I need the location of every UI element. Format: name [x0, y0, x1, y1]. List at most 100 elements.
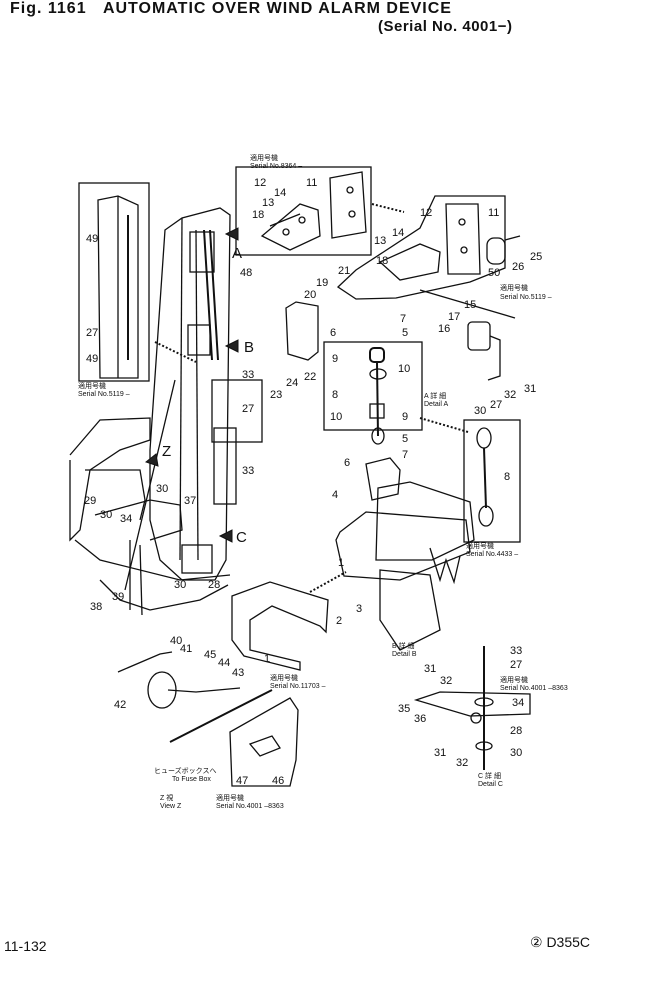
note-detail-c-jp: C 詳 細 — [478, 771, 501, 780]
part-callout: 3 — [356, 603, 362, 615]
part-callout: 6 — [344, 457, 350, 469]
boom-structure — [149, 207, 263, 581]
part-callout: 30 — [100, 509, 112, 521]
note-serial-4433-jp: 適用号機 — [466, 541, 494, 550]
part-callout: 50 — [488, 267, 500, 279]
part-callout: 9 — [402, 411, 408, 423]
part-callout: 5 — [402, 327, 408, 339]
note-serial-4001-8363-c-jp: 適用号機 — [500, 675, 528, 684]
figure-number: Fig. 1161 — [10, 0, 87, 17]
figure-title: Fig. 1161 AUTOMATIC OVER WIND ALARM DEVI… — [10, 0, 452, 18]
part-callout: 26 — [512, 261, 524, 273]
part-callout: 23 — [270, 389, 282, 401]
arrow-b-icon — [224, 339, 239, 353]
part-callout: 14 — [274, 187, 286, 199]
part-callout: 34 — [120, 513, 132, 525]
alarm-buzzer — [117, 651, 273, 743]
part-callout: 5 — [402, 433, 408, 445]
part-callout: 13 — [262, 197, 274, 209]
part-callout: 1 — [264, 653, 270, 665]
part-callout: 28 — [510, 725, 522, 737]
inset-serial-4433 — [463, 419, 521, 543]
part-callout: 43 — [232, 667, 244, 679]
part-callout: 27 — [242, 403, 254, 415]
part-callout: 37 — [184, 495, 196, 507]
note-serial-5119-left-jp: 適用号機 — [78, 381, 106, 390]
part-callout: 4 — [332, 489, 338, 501]
part-callout: 10 — [398, 363, 410, 375]
view-marker-b: B — [244, 339, 254, 356]
note-detail-a: Detail A — [424, 401, 448, 408]
part-callout: 32 — [504, 389, 516, 401]
part-callout: 25 — [530, 251, 542, 263]
note-serial-11703: Serial No.11703 – — [270, 683, 326, 690]
inset-serial-8364 — [235, 166, 405, 256]
part-callout: 11 — [306, 177, 317, 189]
part-callout: 7 — [400, 313, 406, 325]
detail-a — [323, 341, 469, 445]
page-number: 11-132 — [4, 938, 47, 954]
part-callout: 31 — [424, 663, 436, 675]
part-callout: 39 — [112, 591, 124, 603]
part-callout: 34 — [512, 697, 524, 709]
part-callout: 47 — [236, 775, 248, 787]
part-callout: 27 — [490, 399, 502, 411]
part-callout: 8 — [332, 389, 338, 401]
part-callout: 46 — [272, 775, 284, 787]
part-callout: 13 — [374, 235, 386, 247]
part-callout: 27 — [510, 659, 522, 671]
part-callout: 30 — [474, 405, 486, 417]
part-callout: 12 — [420, 207, 432, 219]
part-callout: 44 — [218, 657, 230, 669]
part-callout: 11 — [488, 207, 499, 219]
part-callout: 33 — [510, 645, 522, 657]
part-callout: 18 — [376, 255, 388, 267]
part-callout: 41 — [180, 643, 192, 655]
part-callout: 19 — [316, 277, 328, 289]
tractor-body — [69, 379, 231, 616]
detail-c — [413, 646, 531, 770]
model-code: ② D355C — [530, 934, 591, 950]
inset-serial-5119-right — [336, 195, 521, 300]
part-callout: 8 — [504, 471, 510, 483]
part-callout: 28 — [208, 579, 220, 591]
part-callout: 12 — [254, 177, 266, 189]
inset-serial-5119-left — [78, 182, 150, 382]
note-serial-4001-8363-z: Serial No.4001 –8363 — [216, 803, 284, 810]
part-callout: 33 — [242, 369, 254, 381]
note-view-z: View Z — [160, 803, 182, 810]
guard-plate — [231, 581, 329, 671]
part-callout: 42 — [114, 699, 126, 711]
part-callout: 15 — [464, 299, 476, 311]
part-callout: 31 — [434, 747, 446, 759]
part-callout: 2 — [336, 615, 342, 627]
part-callout: 7 — [402, 449, 408, 461]
note-serial-4001-8363-c: Serial No.4001 –8363 — [500, 685, 568, 692]
view-z — [229, 697, 299, 787]
part-callout: 48 — [240, 267, 252, 279]
note-serial-8364: Serial No.8364 – — [250, 163, 302, 170]
part-callout: 32 — [456, 757, 468, 769]
note-serial-5119-left: Serial No.5119 – — [78, 391, 130, 398]
part-callout: 17 — [448, 311, 460, 323]
part-callout: 24 — [286, 377, 298, 389]
view-marker-z: Z — [162, 443, 171, 460]
note-fuse: To Fuse Box — [172, 776, 211, 783]
part-callout: 49 — [86, 233, 98, 245]
part-callout: 16 — [438, 323, 450, 335]
part-callout: 33 — [242, 465, 254, 477]
note-view-z-jp: Z 視 — [160, 793, 173, 802]
part-callout: 35 — [398, 703, 410, 715]
note-detail-b: Detail B — [392, 651, 417, 658]
view-marker-a: A — [232, 245, 242, 262]
part-callout: 36 — [414, 713, 426, 725]
part-callout: 1 — [338, 557, 344, 569]
note-detail-b-jp: B 詳 細 — [392, 641, 415, 650]
part-callout: 40 — [170, 635, 182, 647]
part-callout: 20 — [304, 289, 316, 301]
view-marker-c: C — [236, 529, 247, 546]
note-serial-11703-jp: 適用号機 — [270, 673, 298, 682]
part-callout: 10 — [330, 411, 342, 423]
